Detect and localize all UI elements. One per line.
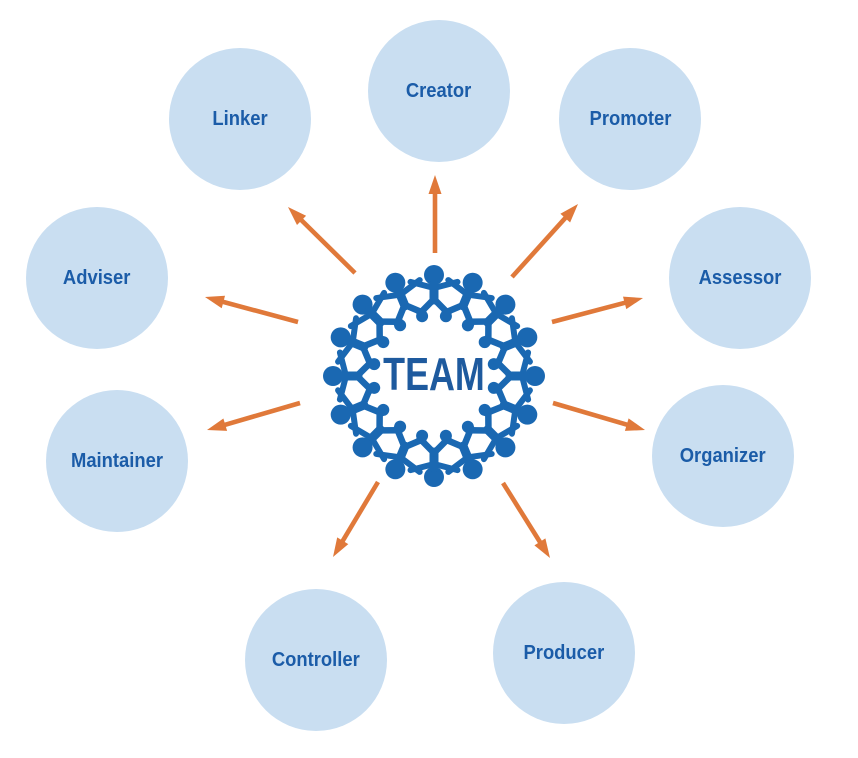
role-circle-producer: Producer: [493, 582, 635, 724]
arrow-to-organizer: [552, 400, 645, 431]
team-center-label: TEAM: [383, 348, 485, 401]
role-circle-organizer: Organizer: [652, 385, 794, 527]
role-circle-linker: Linker: [169, 48, 311, 190]
arrow-to-adviser: [205, 295, 299, 325]
role-label-linker: Linker: [212, 107, 268, 130]
arrow-to-promoter: [510, 204, 578, 279]
role-label-organizer: Organizer: [680, 444, 766, 467]
role-circle-maintainer: Maintainer: [46, 390, 188, 532]
role-label-maintainer: Maintainer: [70, 449, 164, 472]
role-circle-creator: Creator: [368, 20, 510, 162]
arrow-to-maintainer: [207, 400, 301, 431]
radial-arrows: [205, 175, 645, 558]
role-label-creator: Creator: [406, 79, 472, 102]
role-circle-adviser: Adviser: [26, 207, 168, 349]
role-label-promoter: Promoter: [589, 107, 671, 130]
arrow-to-controller: [333, 480, 380, 557]
team-people-ring-icon: [323, 265, 545, 487]
arrow-to-creator: [428, 175, 442, 253]
arrow-to-linker: [288, 207, 357, 275]
role-label-adviser: Adviser: [63, 266, 131, 289]
arrow-to-producer: [501, 481, 550, 558]
role-label-controller: Controller: [272, 648, 360, 671]
arrow-to-assessor: [551, 296, 643, 325]
role-label-producer: Producer: [523, 641, 605, 664]
role-circle-controller: Controller: [245, 589, 387, 731]
role-circle-promoter: Promoter: [559, 48, 701, 190]
role-circle-assessor: Assessor: [669, 207, 811, 349]
role-label-assessor: Assessor: [698, 266, 782, 289]
